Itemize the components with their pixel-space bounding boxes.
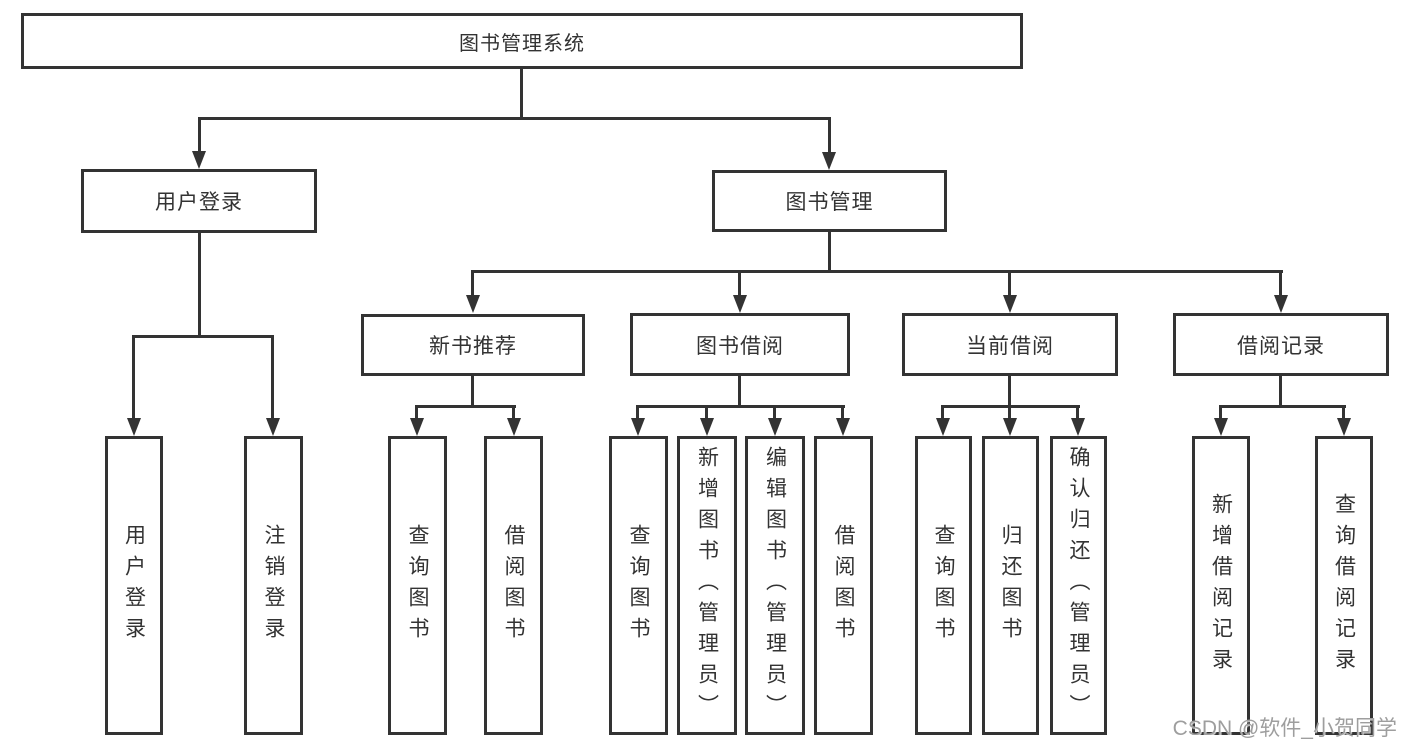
arrowhead-icon: [266, 418, 280, 436]
connector-line: [773, 405, 776, 420]
connector-line: [271, 335, 274, 420]
connector-line: [512, 405, 515, 420]
leaf-confirm-return-admin: 确认归还（管理员）: [1050, 436, 1107, 735]
connector-line: [1342, 405, 1345, 420]
connector-line: [198, 231, 201, 337]
connector-line: [471, 270, 474, 297]
leaf-add-book-admin: 新增图书（管理员）: [677, 436, 737, 735]
leaf-label: 归还图书: [999, 523, 1022, 648]
connector-line: [1076, 405, 1079, 420]
node-label: 图书借阅: [696, 334, 784, 358]
node-book-borrowing: 图书借阅: [630, 313, 850, 376]
connector-line: [1220, 405, 1346, 408]
leaf-borrow-books-recommend: 借阅图书: [484, 436, 543, 735]
arrowhead-icon: [631, 418, 645, 436]
arrowhead-icon: [192, 151, 206, 169]
arrowhead-icon: [700, 418, 714, 436]
arrowhead-icon: [1071, 418, 1085, 436]
leaf-label: 确认归还（管理员）: [1067, 446, 1090, 725]
connector-line: [1279, 270, 1282, 297]
leaf-edit-book-admin: 编辑图书（管理员）: [745, 436, 805, 735]
node-label: 图书管理: [785, 191, 874, 214]
connector-line: [705, 405, 708, 420]
connector-line: [636, 405, 639, 420]
leaf-borrow-books: 借阅图书: [814, 436, 873, 735]
leaf-label: 新增图书（管理员）: [695, 446, 719, 725]
leaf-label: 编辑图书（管理员）: [763, 446, 787, 725]
arrowhead-icon: [410, 418, 424, 436]
arrowhead-icon: [733, 295, 747, 313]
connector-line: [416, 405, 516, 408]
leaf-label: 用户登录: [122, 523, 146, 648]
arrowhead-icon: [127, 418, 141, 436]
node-label: 用户登录: [155, 191, 243, 214]
leaf-label: 借阅图书: [832, 523, 855, 648]
connector-line: [738, 374, 741, 407]
connector-line: [471, 374, 474, 407]
leaf-label: 借阅图书: [502, 523, 525, 648]
arrowhead-icon: [1214, 418, 1228, 436]
connector-line: [472, 270, 1283, 273]
leaf-query-books-borrow: 查询图书: [609, 436, 668, 735]
connector-line: [841, 405, 844, 420]
arrowhead-icon: [836, 418, 850, 436]
leaf-add-borrow-record: 新增借阅记录: [1192, 436, 1250, 735]
connector-line: [1008, 270, 1011, 297]
node-label: 当前借阅: [966, 334, 1054, 358]
leaf-label: 查询图书: [932, 523, 955, 648]
leaf-query-books-current: 查询图书: [915, 436, 972, 735]
leaf-label: 新增借阅记录: [1209, 492, 1233, 679]
arrowhead-icon: [507, 418, 521, 436]
node-book-management: 图书管理: [712, 170, 947, 232]
connector-line: [942, 405, 1080, 408]
node-label: 借阅记录: [1237, 334, 1325, 358]
arrowhead-icon: [466, 295, 480, 313]
connector-line: [637, 405, 845, 408]
leaf-user-login: 用户登录: [105, 436, 163, 735]
leaf-label: 查询借阅记录: [1332, 492, 1356, 679]
node-current-borrowing: 当前借阅: [902, 313, 1118, 376]
connector-line: [941, 405, 944, 420]
connector-line: [1219, 405, 1222, 420]
leaf-label: 查询图书: [627, 523, 650, 648]
connector-line: [198, 117, 201, 154]
node-user-login: 用户登录: [81, 169, 317, 233]
node-label: 新书推荐: [429, 335, 517, 358]
node-library-management-system: 图书管理系统: [21, 13, 1023, 69]
arrowhead-icon: [936, 418, 950, 436]
connector-line: [1008, 405, 1011, 420]
leaf-label: 注销登录: [262, 523, 285, 648]
leaf-label: 查询图书: [406, 523, 429, 648]
node-new-book-recommendation: 新书推荐: [361, 314, 585, 376]
node-borrowing-records: 借阅记录: [1173, 313, 1389, 376]
watermark: CSDN @软件_小贺同学: [1172, 717, 1397, 740]
connector-line: [1279, 374, 1282, 407]
connector-line: [1008, 374, 1011, 407]
connector-line: [415, 405, 418, 420]
arrowhead-icon: [1003, 295, 1017, 313]
arrowhead-icon: [1003, 418, 1017, 436]
leaf-query-books-recommend: 查询图书: [388, 436, 447, 735]
connector-line: [520, 66, 523, 118]
arrowhead-icon: [1337, 418, 1351, 436]
connector-line: [738, 270, 741, 297]
connector-line: [198, 117, 831, 120]
arrowhead-icon: [768, 418, 782, 436]
leaf-query-borrow-record: 查询借阅记录: [1315, 436, 1373, 735]
leaf-logout: 注销登录: [244, 436, 303, 735]
connector-line: [132, 335, 135, 420]
node-label: 图书管理系统: [459, 32, 585, 55]
arrowhead-icon: [822, 152, 836, 170]
arrowhead-icon: [1274, 295, 1288, 313]
connector-line: [132, 335, 274, 338]
connector-line: [828, 117, 831, 154]
leaf-return-book: 归还图书: [982, 436, 1039, 735]
connector-line: [828, 230, 831, 273]
